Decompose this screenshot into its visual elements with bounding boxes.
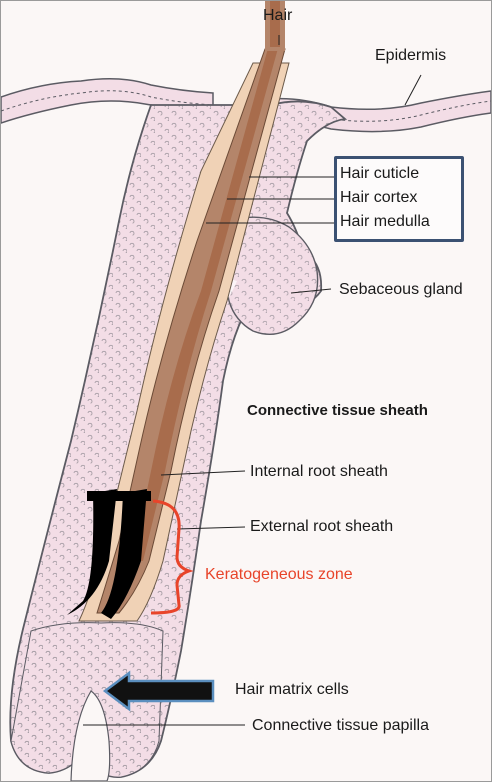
keratin-zone — [67, 489, 147, 619]
label-sebaceous-gland: Sebaceous gland — [339, 281, 463, 298]
hair-matrix-arrow — [102, 670, 215, 712]
hair-layers-callout — [334, 156, 464, 242]
label-hair-cuticle: Hair cuticle — [340, 165, 420, 182]
label-connective-tissue-papilla: Connective tissue papilla — [252, 717, 429, 734]
label-hair-matrix-cells: Hair matrix cells — [235, 681, 349, 698]
label-keratogeneous-zone: Keratogeneous zone — [205, 566, 353, 583]
label-hair-cortex: Hair cortex — [340, 189, 418, 206]
label-hair: Hair — [263, 7, 293, 24]
keratogeneous-bracket — [150, 499, 194, 615]
connective-tissue-papilla — [70, 690, 111, 781]
label-hair-medulla: Hair medulla — [340, 213, 430, 230]
label-external-root-sheath: External root sheath — [250, 518, 394, 535]
label-connective-tissue-sheath: Connective tissue sheath — [247, 402, 428, 419]
label-epidermis: Epidermis — [375, 47, 447, 64]
hair-medulla — [129, 41, 280, 561]
leader-lines — [83, 35, 422, 726]
label-internal-root-sheath: Internal root sheath — [250, 463, 388, 480]
